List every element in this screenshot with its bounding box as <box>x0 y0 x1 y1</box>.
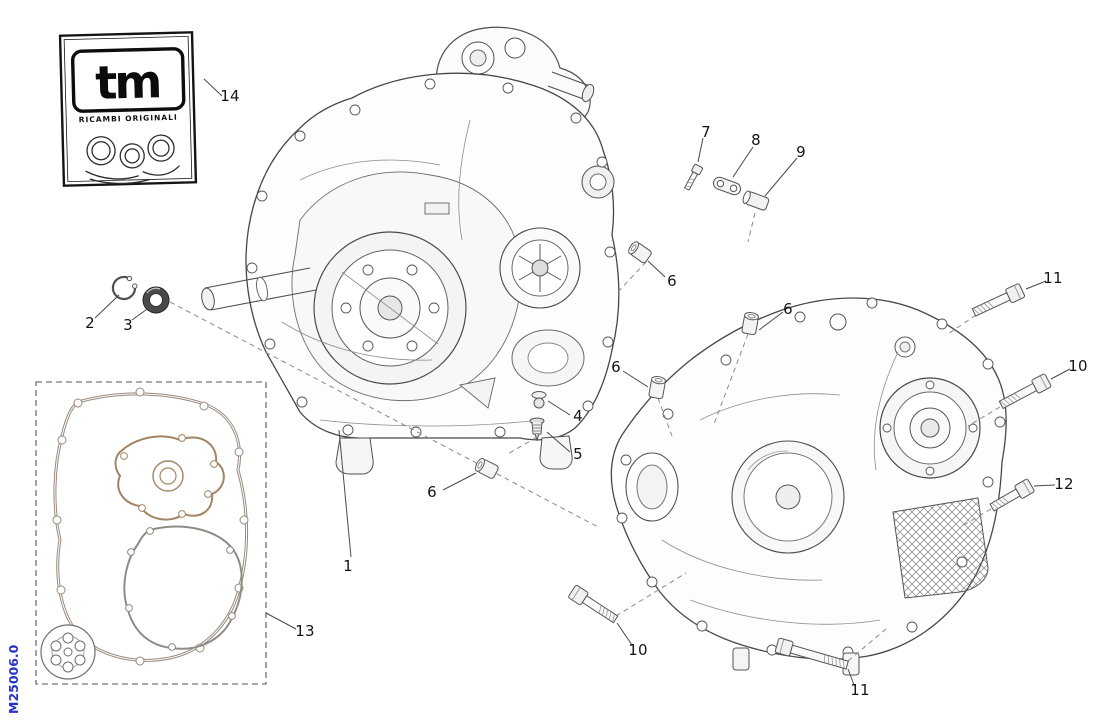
callout-part-7: 7 <box>701 123 711 141</box>
logo-seals-sketch <box>85 134 180 185</box>
callout-part-10-a: 10 <box>1068 357 1088 375</box>
left-crankcase-half <box>201 26 620 475</box>
part-bolt-11-top <box>971 283 1026 317</box>
right-case-ribs <box>661 351 899 625</box>
crank-bore <box>313 231 467 385</box>
part-plate-8 <box>712 176 742 196</box>
part-bushing-6-right <box>741 311 759 336</box>
callout-part-11-b: 11 <box>850 681 870 699</box>
callout-part-5: 5 <box>573 445 583 463</box>
logo-brand-text: tm <box>95 54 160 110</box>
callout-part-11-a: 11 <box>1043 269 1063 287</box>
callout-part-14: 14 <box>220 87 240 105</box>
left-case-bolt-holes <box>246 78 616 438</box>
gasket-cover <box>123 525 243 651</box>
part-seal-3 <box>142 286 170 314</box>
part-bushing-6-top <box>628 241 652 264</box>
callout-part-10-b: 10 <box>628 641 648 659</box>
callout-part-13: 13 <box>295 622 315 640</box>
gasket-kit-box <box>35 381 267 685</box>
callout-part-12: 12 <box>1054 475 1074 493</box>
callout-part-1: 1 <box>343 557 353 575</box>
logo-frame <box>70 47 186 113</box>
callout-part-6-d: 6 <box>427 483 437 501</box>
callout-part-3: 3 <box>123 316 133 334</box>
callout-part-9: 9 <box>796 143 806 161</box>
part-valve-5 <box>529 417 545 442</box>
leader-lines <box>94 78 1071 686</box>
tm-logo-box: tm RICAMBI ORIGINALI <box>58 31 198 187</box>
callout-part-6-a: 6 <box>667 272 677 290</box>
center-recess <box>731 440 845 554</box>
shift-shaft-tube <box>201 267 317 311</box>
hatched-panel <box>892 497 989 599</box>
part-bolt-12 <box>989 478 1035 512</box>
part-bushing-6-mid <box>648 375 666 400</box>
callout-part-6-c: 6 <box>611 358 621 376</box>
part-washer-4 <box>531 391 547 409</box>
main-bearing-bore <box>879 377 981 479</box>
part-bolt-11-bottom <box>774 637 849 670</box>
callout-part-6-b: 6 <box>783 300 793 318</box>
callout-part-2: 2 <box>85 314 95 332</box>
logo-tagline-text: RICAMBI ORIGINALI <box>79 113 178 125</box>
right-case-bolt-holes <box>616 297 1006 658</box>
part-sleeve-9 <box>742 190 770 211</box>
pump-impeller <box>499 227 581 309</box>
part-bolt-10-right <box>998 373 1052 410</box>
assembly-axes <box>169 212 1001 662</box>
right-crankcase-half <box>610 297 1007 676</box>
part-bushing-6-bottom <box>475 457 499 479</box>
gasket-large <box>52 387 249 666</box>
gasket-disc-part <box>40 624 96 680</box>
callout-part-4: 4 <box>573 407 583 425</box>
left-case-ribs <box>281 119 541 427</box>
callout-part-8: 8 <box>751 131 761 149</box>
part-circlip-2 <box>111 275 138 301</box>
gasket-pump <box>114 434 225 521</box>
part-screw-7 <box>683 163 703 191</box>
drawing-code: M25006.0 <box>6 644 21 714</box>
part-bolt-10-bottom <box>568 584 619 624</box>
